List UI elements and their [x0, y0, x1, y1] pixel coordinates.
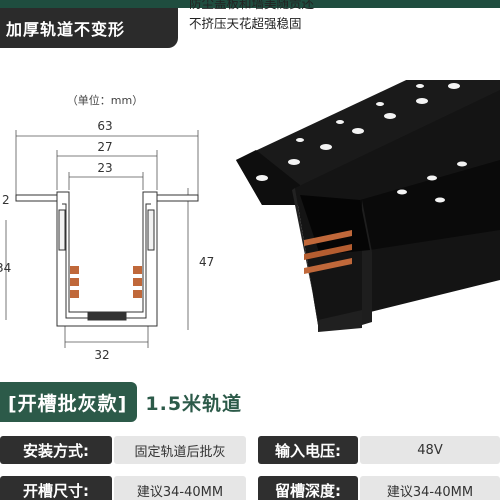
banner-chip: [开槽批灰款] — [0, 382, 138, 422]
dim-63: 63 — [97, 119, 112, 133]
banner-title: 1.5米轨道 — [145, 392, 243, 415]
copper-conductors — [70, 266, 142, 298]
profile-cross-section — [15, 191, 199, 327]
dim-27: 27 — [97, 140, 112, 154]
spec-table: 安装方式: 固定轨道后批灰 输入电压: 48V 开槽尺寸: 建议34-40MM … — [0, 436, 500, 500]
dimension-lines — [5, 130, 199, 348]
spec-value: 固定轨道后批灰 — [114, 436, 246, 464]
feature-tag: 加厚轨道不变形 — [0, 8, 178, 48]
feature-note-2: 不挤压天花超强稳固 — [189, 16, 302, 31]
dim-2: 2 — [2, 193, 10, 207]
feature-note-1: 防尘盖板和墙美随贡还 — [189, 0, 315, 11]
track-drawing: （单位：mm） 63 27 23 32 47 34 2 — [0, 80, 500, 362]
spec-label: 开槽尺寸: — [0, 476, 112, 500]
spec-row: 开槽尺寸: 建议34-40MM 留槽深度: 建议34-40MM — [0, 476, 500, 500]
spec-value: 建议34-40MM — [360, 476, 500, 500]
top-strip — [0, 0, 500, 8]
spec-label: 安装方式: — [0, 436, 112, 464]
track-render-image — [236, 80, 500, 332]
spec-label: 输入电压: — [258, 436, 358, 464]
feature-notes: 防尘盖板和墙美随贡还 不挤压天花超强稳固 — [189, 0, 389, 34]
unit-label: （单位：mm） — [67, 93, 143, 107]
spec-label: 留槽深度: — [258, 476, 358, 500]
feature-tag-label: 加厚轨道不变形 — [6, 20, 126, 39]
dim-34: 34 — [0, 261, 11, 275]
spec-value: 48V — [360, 436, 500, 464]
dim-47: 47 — [199, 255, 214, 269]
dim-32: 32 — [94, 348, 109, 362]
product-banner: [开槽批灰款] 1.5米轨道 — [0, 370, 500, 434]
spec-row: 安装方式: 固定轨道后批灰 输入电压: 48V — [0, 436, 500, 466]
dim-23: 23 — [97, 161, 112, 175]
spec-value: 建议34-40MM — [114, 476, 246, 500]
